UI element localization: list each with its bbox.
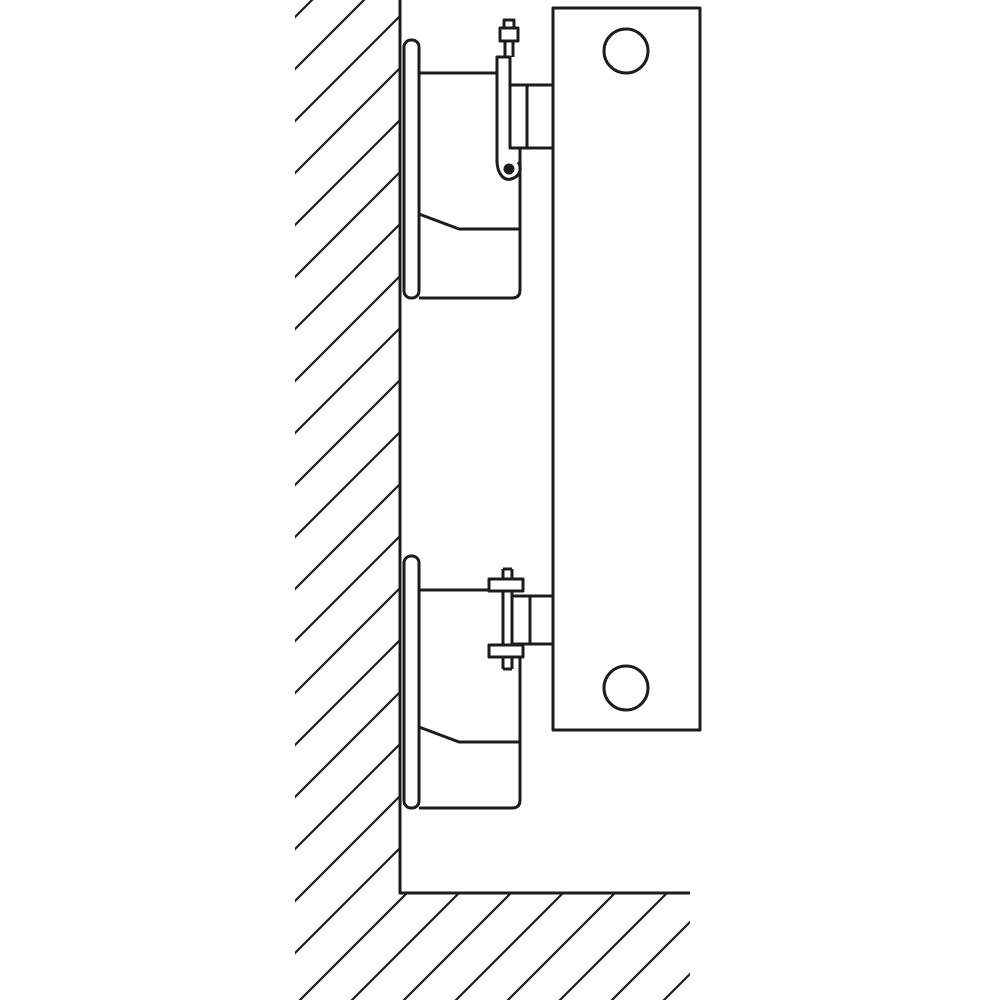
top-screw-head [498,26,520,43]
bottom-clamp-top-bar [487,577,525,593]
top-screw-stem [503,41,515,57]
bottom-bracket-wall-plate [402,554,421,810]
top-bracket-wall-plate [402,38,421,300]
radiator-port-bottom [602,664,650,712]
top-clip-pivot-dot [503,163,515,175]
top-bracket-profile [418,148,522,300]
diagram-shape-layer [295,0,702,1000]
radiator-panel [551,6,702,732]
wall-and-floor-hatch-region [295,0,690,1000]
bottom-hanging-tab [510,594,553,646]
wall-floor-edge-line [398,0,690,895]
bottom-clamp-bottom-bar [487,643,525,659]
top-clip-hook [495,159,522,181]
top-hanging-tab [508,83,553,150]
radiator-port-top [602,27,650,75]
top-clip-body [495,55,512,163]
bottom-bracket-profile [418,658,522,810]
